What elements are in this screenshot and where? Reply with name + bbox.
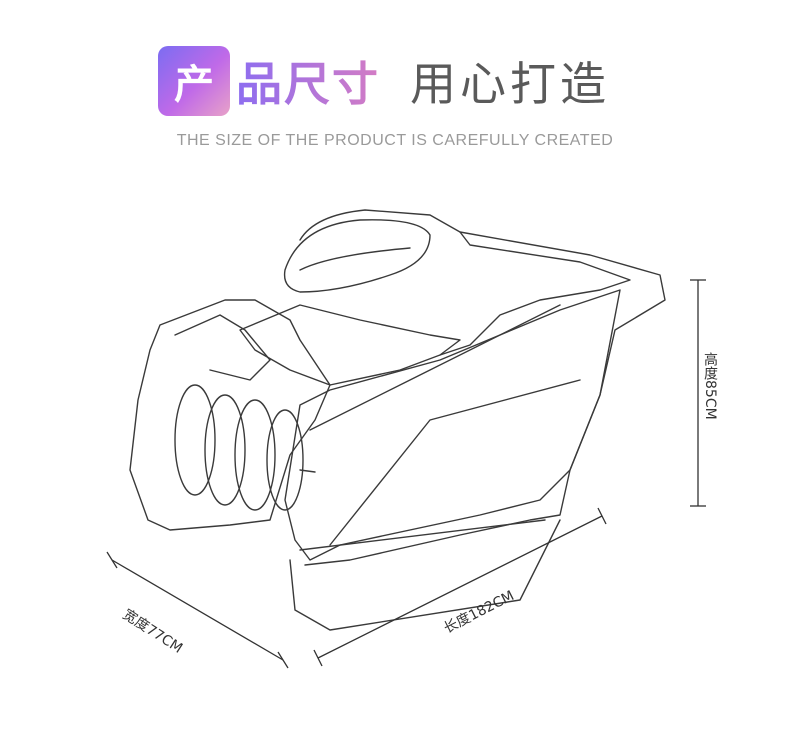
roller-4 [266, 409, 304, 511]
title-badge: 产 [158, 46, 230, 116]
title-rest: 用心打造 [410, 57, 610, 111]
page-header: 产 品尺寸 用心打造 THE SIZE OF THE PRODUCT IS CA… [0, 0, 790, 170]
roller-3 [234, 399, 276, 511]
width-dimension-line [111, 559, 284, 661]
title-accent: 品尺寸 [236, 48, 380, 114]
basin-rim [439, 231, 631, 356]
basin-back-outline [299, 209, 666, 566]
subtitle: THE SIZE OF THE PRODUCT IS CAREFULLY CRE… [176, 132, 614, 149]
length-dimension-line [317, 515, 603, 659]
seat-top [239, 304, 461, 386]
title-row: 产 品尺寸 用心打造 [158, 46, 610, 116]
roller-1 [174, 384, 216, 496]
neck-rest [283, 219, 431, 293]
left-side-panel [129, 299, 331, 531]
roller-2 [204, 394, 246, 506]
front-side-panel [284, 289, 621, 561]
product-figure [0, 170, 790, 725]
height-label: 高度85CM [702, 352, 718, 420]
shampoo-bed-illustration [106, 209, 706, 669]
